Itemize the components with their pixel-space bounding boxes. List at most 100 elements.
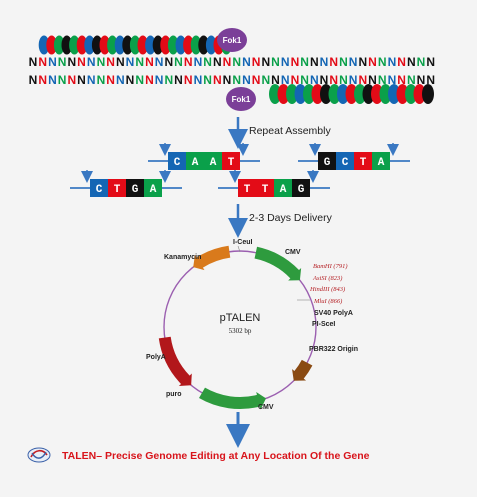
dna-base: N	[58, 55, 67, 69]
module-letter: T	[244, 184, 251, 196]
label-cmv-top: CMV	[285, 249, 301, 256]
label-hindiii: HindIII (843)	[309, 286, 345, 293]
tale-repeat	[328, 84, 341, 104]
dna-base: N	[106, 55, 115, 69]
label-pbr322: PBR322 Origin	[309, 346, 358, 353]
tale-repeat	[405, 84, 417, 104]
tale-repeat	[303, 84, 315, 104]
dna-base: N	[271, 55, 280, 69]
tale-repeat	[76, 35, 88, 55]
dna-base: N	[29, 73, 38, 87]
dna-base: N	[155, 73, 164, 87]
dna-base: N	[164, 73, 173, 87]
repeat-assembly-label: Repeat Assembly	[249, 125, 331, 137]
dna-base: N	[407, 73, 416, 87]
dna-base: N	[281, 73, 290, 87]
dna-base: N	[242, 55, 251, 69]
label-bamhi: BamHI (791)	[313, 263, 347, 270]
plasmid-name: pTALEN	[220, 312, 261, 324]
module-letter: C	[342, 157, 349, 169]
dna-base: N	[67, 55, 76, 69]
dna-base: N	[48, 73, 57, 87]
module-letter: C	[96, 184, 103, 196]
module-letter: G	[298, 184, 305, 196]
dna-base: N	[155, 55, 164, 69]
dna-base: N	[291, 55, 300, 69]
plasmid-map: pTALEN 5302 bp I-CeuI CMV BamHI (791) As…	[146, 239, 358, 411]
dna-base: N	[174, 55, 183, 69]
dna-base: N	[126, 73, 135, 87]
dna-base: N	[261, 55, 270, 69]
tale-repeat	[294, 84, 307, 104]
tale-repeat	[129, 35, 141, 55]
tale-repeat	[152, 35, 164, 55]
dna-base: N	[213, 73, 222, 87]
dna-base: N	[252, 73, 261, 87]
dna-base: N	[300, 73, 309, 87]
module-block	[222, 152, 240, 170]
dna-base: N	[116, 55, 125, 69]
dna-base: N	[145, 55, 154, 69]
dna-base: N	[232, 55, 241, 69]
dna-base: N	[58, 73, 67, 87]
tale-repeat	[175, 35, 187, 55]
tale-repeat	[362, 84, 375, 104]
dna-base: N	[291, 73, 300, 87]
module-letter: A	[378, 157, 385, 169]
bottom-tale-repeats	[269, 84, 434, 104]
dna-base: N	[310, 73, 319, 87]
dna-base: N	[223, 73, 232, 87]
tale-repeat	[269, 84, 281, 104]
module-letter: A	[150, 184, 157, 196]
kanamycin-segment	[193, 245, 231, 271]
dna-base: N	[397, 73, 406, 87]
dna-base: N	[349, 73, 358, 87]
dna-base: N	[388, 55, 397, 69]
caption-text: TALEN– Precise Genome Editing at Any Loc…	[62, 450, 370, 462]
dna-base: N	[252, 55, 261, 69]
module-block	[354, 152, 372, 170]
tale-repeat	[277, 84, 290, 104]
module-block	[256, 179, 274, 197]
dna-base: N	[281, 55, 290, 69]
dna-base: N	[242, 73, 251, 87]
dna-base: N	[38, 55, 47, 69]
dna-base: N	[67, 73, 76, 87]
tale-repeat	[311, 84, 324, 104]
module-block	[168, 152, 186, 170]
module-block	[204, 152, 222, 170]
tale-repeat	[413, 84, 426, 104]
module-letter: T	[228, 157, 235, 169]
dna-base: N	[38, 73, 47, 87]
dna-base: N	[378, 55, 387, 69]
tale-repeat	[84, 35, 95, 55]
company-logo-icon	[27, 447, 51, 463]
module-letter: G	[132, 184, 139, 196]
dna-base: N	[417, 55, 426, 69]
dna-base: N	[426, 73, 435, 87]
label-pscei: PI-SceI	[312, 321, 335, 328]
module-block	[238, 179, 256, 197]
dna-base: N	[388, 73, 397, 87]
tale-repeat	[107, 35, 118, 55]
tale-repeat	[69, 35, 80, 55]
module-letter: T	[114, 184, 121, 196]
dna-base: N	[77, 73, 86, 87]
dna-base: N	[29, 55, 38, 69]
module-block	[318, 152, 336, 170]
top-tale-repeats	[38, 35, 232, 55]
module-block	[144, 179, 162, 197]
dna-base: N	[397, 55, 406, 69]
dna-base: N	[320, 73, 329, 87]
dna-base: N	[407, 55, 416, 69]
dna-base: N	[48, 55, 57, 69]
dna-base: N	[97, 73, 106, 87]
tale-repeat	[286, 84, 298, 104]
module-letter: C	[174, 157, 181, 169]
dna-base: N	[223, 55, 232, 69]
label-polya: PolyA	[146, 354, 166, 361]
